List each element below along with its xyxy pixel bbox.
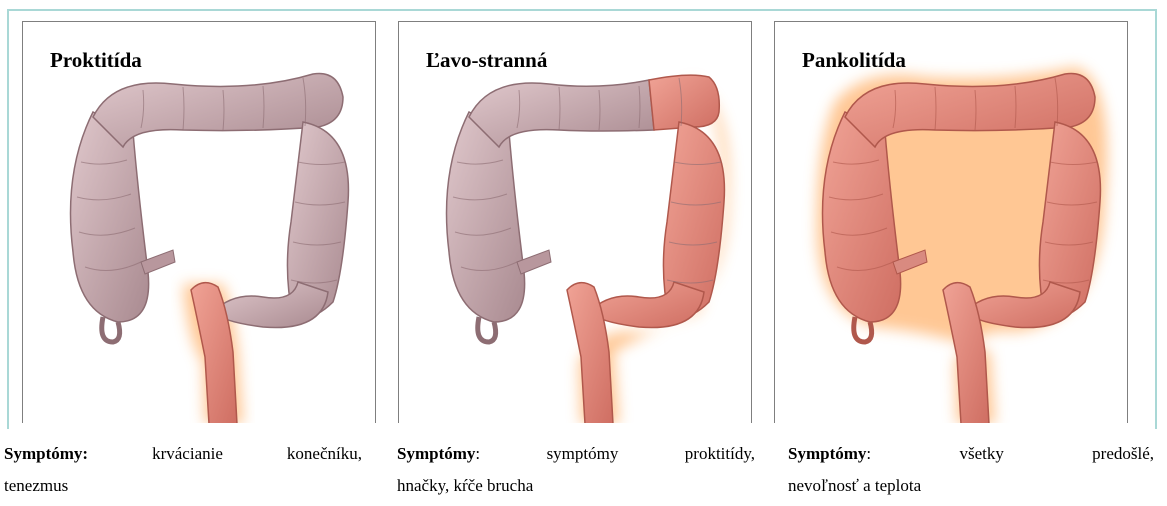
caption-word: krvácianie (152, 438, 223, 470)
caption-label: Symptómy: (397, 438, 480, 470)
panel-title: Pankolitída (802, 48, 906, 73)
colon-segments (71, 73, 349, 423)
caption-label: Symptómy: (788, 438, 871, 470)
caption-lavo-stranna: Symptómy: symptómy proktitídy, hnačky, k… (397, 438, 755, 502)
caption-line: Symptómy: symptómy proktitídy, (397, 438, 755, 470)
caption-word: proktitídy, (685, 438, 755, 470)
splenic-flexure (649, 75, 719, 130)
caption-label: Symptómy: (4, 438, 88, 470)
colon-illustration (23, 22, 376, 423)
caption-word: predošlé, (1092, 438, 1154, 470)
panel-title: Proktitída (50, 48, 142, 73)
caption-line: nevoľnosť a teplota (788, 470, 1154, 502)
ascending-colon (447, 112, 525, 322)
caption-word: symptómy (547, 438, 619, 470)
panel-pankolitida: Pankolitída (774, 21, 1128, 423)
caption-line: tenezmus (4, 470, 362, 502)
panel-title: Ľavo-stranná (426, 48, 547, 73)
colon-illustration (775, 22, 1128, 423)
caption-line: hnačky, kŕče brucha (397, 470, 755, 502)
caption-word: konečníku, (287, 438, 362, 470)
colon-illustration (399, 22, 752, 423)
caption-word: všetky (959, 438, 1003, 470)
caption-line: Symptómy: krvácianie konečníku, (4, 438, 362, 470)
caption-line: Symptómy: všetky predošlé, (788, 438, 1154, 470)
sigmoid-colon (213, 282, 328, 328)
transverse-colon (469, 80, 654, 147)
caption-pankolitida: Symptómy: všetky predošlé, nevoľnosť a t… (788, 438, 1154, 502)
panel-lavo-stranna: Ľavo-stranná (398, 21, 752, 423)
ascending-colon (71, 112, 149, 322)
caption-proktitida: Symptómy: krvácianie konečníku, tenezmus (4, 438, 362, 502)
sigmoid-colon (589, 282, 704, 328)
panel-proktitida: Proktitída (22, 21, 376, 423)
colon-segments (447, 75, 725, 423)
